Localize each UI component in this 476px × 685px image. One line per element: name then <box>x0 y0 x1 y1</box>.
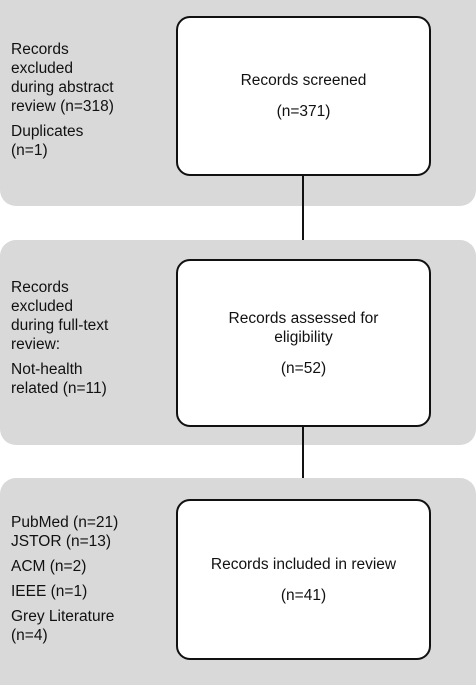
screening-exclusion-notes: Records excluded during abstract review … <box>11 40 171 166</box>
records-included-label: Records included in review <box>210 555 397 573</box>
connector-line-2 <box>302 427 304 499</box>
records-assessed-label-line-2: eligibility <box>274 328 333 346</box>
records-assessed-box: Records assessed for eligibility (n=52) <box>176 259 431 427</box>
records-screened-count: (n=371) <box>276 103 331 120</box>
exclusion-note-not-health: Not-health related (n=11) <box>11 361 107 397</box>
source-note-pubmed-jstor: PubMed (n=21) JSTOR (n=13) <box>11 514 119 550</box>
records-screened-label: Records screened <box>240 72 367 89</box>
source-note-acm: ACM (n=2) <box>11 558 87 575</box>
exclusion-note-fulltext: Records excluded during full-text review… <box>11 279 109 353</box>
records-included-box: Records included in review (n=41) <box>176 499 431 660</box>
records-screened-box: Records screened (n=371) <box>176 16 431 176</box>
records-included-count: (n=41) <box>280 586 327 604</box>
eligibility-exclusion-notes: Records excluded during full-text review… <box>11 278 171 404</box>
exclusion-note-abstract: Records excluded during abstract review … <box>11 41 114 115</box>
connector-line-1 <box>302 176 304 259</box>
source-note-grey-literature: Grey Literature (n=4) <box>11 608 115 644</box>
records-assessed-label-line-1: Records assessed for <box>228 309 379 327</box>
exclusion-note-duplicates: Duplicates (n=1) <box>11 123 84 159</box>
source-note-ieee: IEEE (n=1) <box>11 583 88 600</box>
records-assessed-count: (n=52) <box>280 359 327 377</box>
included-source-notes: PubMed (n=21) JSTOR (n=13) ACM (n=2) IEE… <box>11 513 171 651</box>
